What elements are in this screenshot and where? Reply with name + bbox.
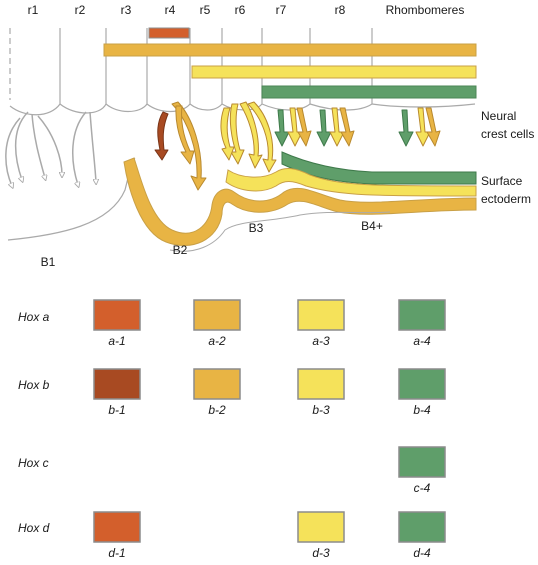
neural-crest-label-line2: crest cells — [481, 127, 534, 141]
pharyngeal-arches — [7, 151, 477, 252]
hox-label-d-4: d-4 — [413, 546, 431, 560]
crest-arrow-r4-hox2b — [175, 105, 195, 165]
hox-expression-bars — [103, 27, 477, 99]
hox-box-d-3 — [297, 511, 345, 543]
rhombomere-label-r8: r8 — [335, 3, 346, 17]
arch-label-b1: B1 — [41, 255, 56, 269]
hox-label-b-4: b-4 — [413, 403, 431, 417]
surface-ectoderm-label-line2: ectoderm — [481, 192, 531, 206]
bar-hox2-domain — [103, 43, 477, 57]
surface-ectoderm-label-line1: Surface — [481, 174, 523, 188]
bar-hox3-domain — [191, 65, 477, 79]
rhombomere-label-r5: r5 — [200, 3, 211, 17]
arch-label-b2: B2 — [173, 243, 188, 257]
hox-box-b-2 — [193, 368, 241, 400]
arch-floor-outline — [169, 211, 391, 252]
hox-box-b-4 — [398, 368, 446, 400]
rhombomere-label-r7: r7 — [276, 3, 287, 17]
arch-labels: B1 B2 B3 B4+ — [41, 219, 383, 269]
neural-crest-arrows — [5, 101, 441, 191]
bar-hox4-domain — [261, 85, 477, 99]
hox-row-label-d: Hox d — [18, 521, 50, 535]
hox-label-a-1: a-1 — [108, 334, 125, 348]
hox-box-b-1 — [93, 368, 141, 400]
hindbrain-outline — [9, 28, 476, 116]
crest-arrow-r4-hox2 — [171, 101, 207, 191]
hox-row-label-a: Hox a — [18, 310, 50, 324]
hox-label-b-3: b-3 — [312, 403, 330, 417]
hox-box-d-1 — [93, 511, 141, 543]
bar-r4-hox1 — [148, 27, 190, 39]
hox-box-c-4 — [398, 446, 446, 478]
hox-box-b-3 — [297, 368, 345, 400]
arch-label-b4plus: B4+ — [361, 219, 383, 233]
rhombomere-label-r2: r2 — [75, 3, 86, 17]
rhombomere-label-r3: r3 — [121, 3, 132, 17]
hox-row-label-b: Hox b — [18, 378, 50, 392]
hox-row-labels: Hox a Hox b Hox c Hox d — [18, 310, 50, 535]
hox-label-b-1: b-1 — [108, 403, 125, 417]
hox-box-a-2 — [193, 299, 241, 331]
arch-b1-outline — [7, 157, 136, 241]
hox-label-d-1: d-1 — [108, 546, 125, 560]
hox-label-a-3: a-3 — [312, 334, 330, 348]
hox-box-a-3 — [297, 299, 345, 331]
neural-crest-label-line1: Neural — [481, 109, 516, 123]
rhombomeres-title: Rhombomeres — [386, 3, 465, 17]
hox-legend: Hox a Hox b Hox c Hox d a-1 a-2 a-3 a-4 … — [18, 299, 446, 560]
surface-ectoderm-orange — [123, 157, 477, 246]
hox-box-a-1 — [93, 299, 141, 331]
rhombomere-label-r4: r4 — [165, 3, 176, 17]
hox-row-label-c: Hox c — [18, 456, 49, 470]
surface-ectoderm-yellow — [225, 167, 477, 197]
hox-label-a-4: a-4 — [413, 334, 431, 348]
grey-crest-arrows-r1-r2 — [5, 111, 96, 186]
hox-box-d-4 — [398, 511, 446, 543]
hox-label-d-3: d-3 — [312, 546, 330, 560]
hox-box-a-4 — [398, 299, 446, 331]
hox-label-a-2: a-2 — [208, 334, 226, 348]
rhombomere-label-r1: r1 — [28, 3, 39, 17]
arch-label-b3: B3 — [249, 221, 264, 235]
crest-arrows-r7-r8 — [274, 107, 441, 147]
hox-label-c-4: c-4 — [414, 481, 431, 495]
tissue-labels: Neural crest cells Surface ectoderm — [481, 109, 534, 206]
crest-arrows-r6 — [220, 101, 277, 173]
crest-arrow-r4-hox1 — [154, 111, 169, 161]
rhombomere-labels: r1 r2 r3 r4 r5 r6 r7 r8 Rhombomeres — [28, 3, 465, 17]
rhombomere-label-r6: r6 — [235, 3, 246, 17]
hox-label-b-2: b-2 — [208, 403, 226, 417]
